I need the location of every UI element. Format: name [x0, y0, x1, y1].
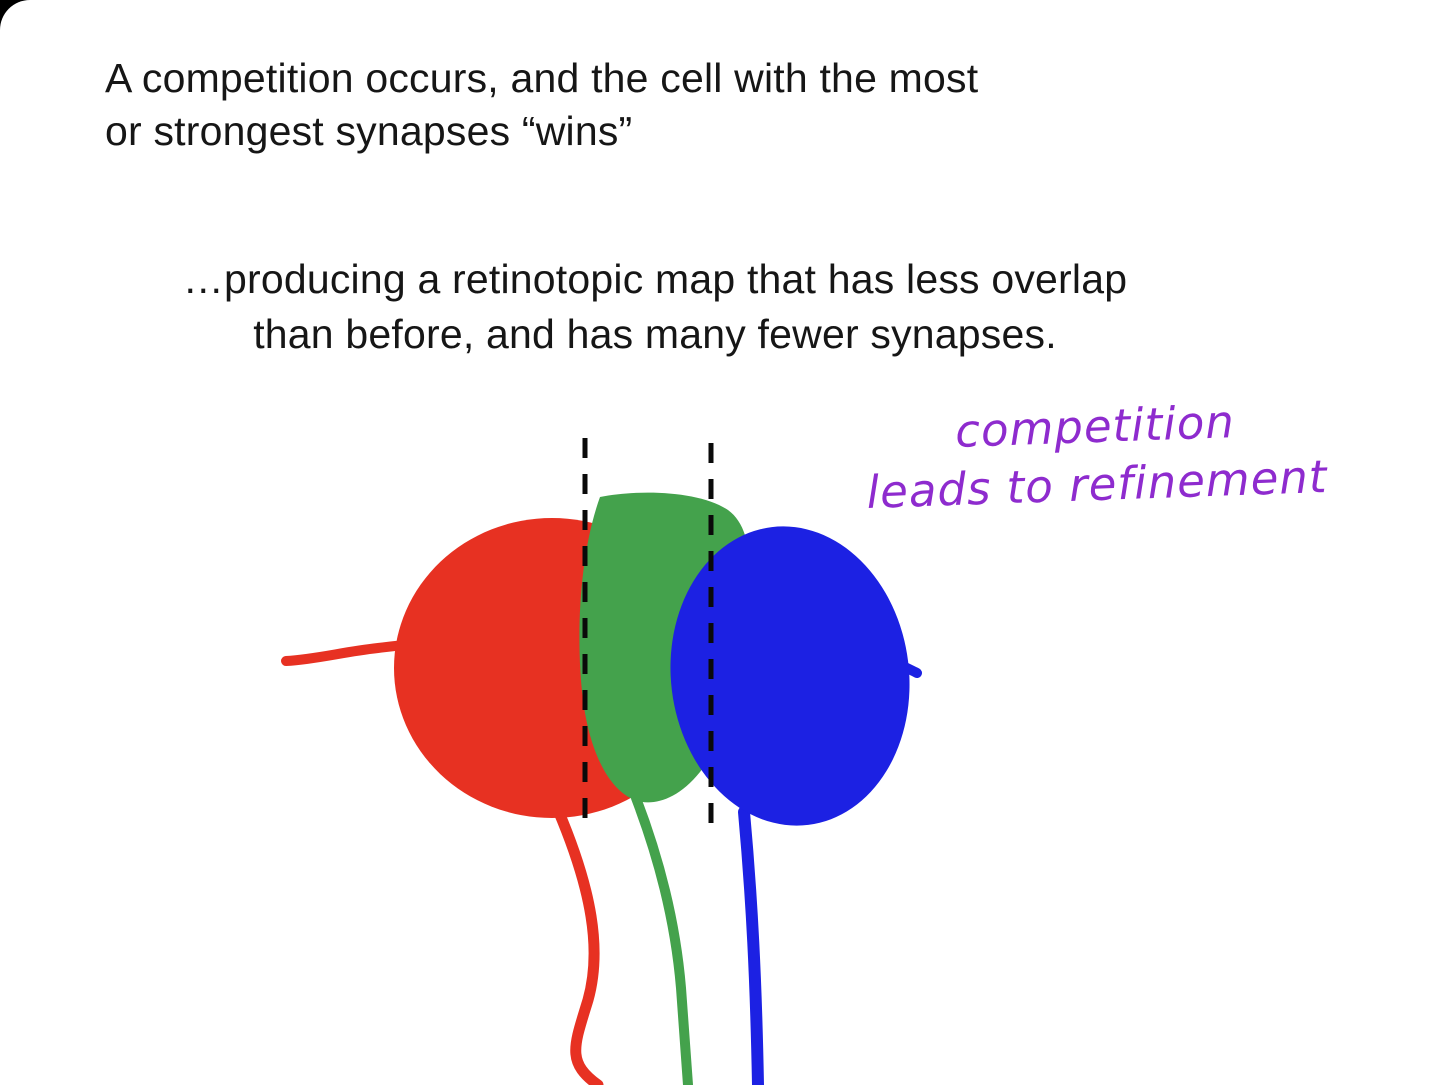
body-line-1: …producing a retinotopic map that has le…: [182, 256, 1128, 302]
body-text: …producing a retinotopic map that has le…: [0, 252, 1310, 362]
blue-axon-bottom: [738, 806, 764, 1085]
body-line-2: than before, and has many fewer synapses…: [253, 311, 1057, 357]
heading-line-2: or strongest synapses “wins”: [105, 108, 633, 154]
blue-terminal-field: [670, 526, 910, 826]
red-axon-bottom: [552, 804, 604, 1085]
heading-line-1: A competition occurs, and the cell with …: [105, 55, 979, 101]
green-axon-bottom: [631, 793, 693, 1085]
heading-text: A competition occurs, and the cell with …: [105, 52, 978, 158]
